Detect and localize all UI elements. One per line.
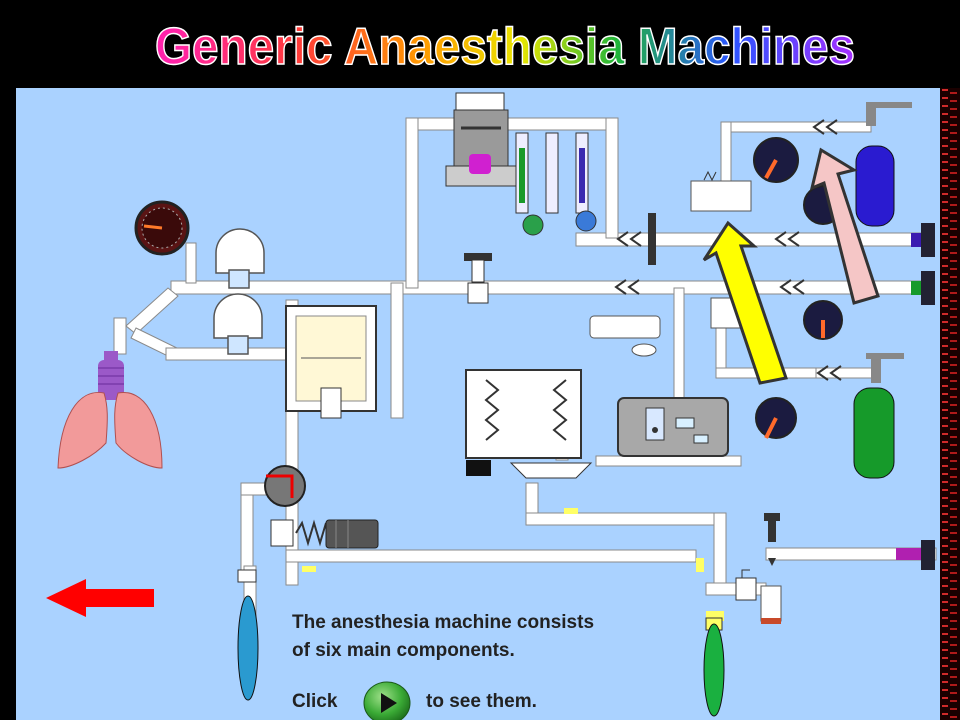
- ventilator-bellows: [465, 369, 593, 479]
- co2-absorber: [285, 305, 377, 419]
- instruction-line-2: of six main components.: [292, 640, 515, 661]
- anaesthesia-machine-diagram: [57, 92, 937, 717]
- oxygen-flush-valve: [464, 213, 656, 304]
- vaporizer: [445, 92, 517, 187]
- scavenging-system: [735, 513, 782, 624]
- pipeline-inlets: [896, 223, 935, 570]
- yellow-pointer-arrow: [702, 220, 788, 385]
- instruction-click-word: Click: [292, 691, 338, 712]
- play-button-icon[interactable]: [362, 680, 412, 720]
- svg-text:Generic Anaesthesia Machines: Generic Anaesthesia Machines: [155, 18, 855, 76]
- airway-pressure-gauge: [134, 200, 197, 284]
- tube-connectors: [302, 508, 724, 621]
- title-bar: Generic Anaesthesia Machines: [0, 0, 960, 86]
- back-arrow-icon[interactable]: [46, 579, 154, 617]
- oxygen-nitrous-cylinders: [853, 102, 912, 479]
- cylinder-gauges: [753, 137, 843, 439]
- unidirectional-valves: [213, 228, 265, 355]
- ventilator-control: [589, 315, 729, 457]
- diagram-panel: The anesthesia machine consists of six m…: [16, 88, 940, 720]
- flowmeter-tubes: [515, 132, 597, 236]
- page-title: Generic Anaesthesia Machines: [154, 17, 856, 77]
- lungs: [57, 351, 163, 469]
- pink-pointer-arrow: [809, 147, 880, 305]
- apl-valve: [264, 465, 379, 549]
- instruction-suffix: to see them.: [426, 691, 537, 712]
- instruction-line-1: The anesthesia machine consists: [292, 612, 595, 633]
- check-valve-symbols: [614, 119, 842, 381]
- decorative-side-stripe: [940, 88, 960, 720]
- reservoir-bags: [237, 569, 725, 717]
